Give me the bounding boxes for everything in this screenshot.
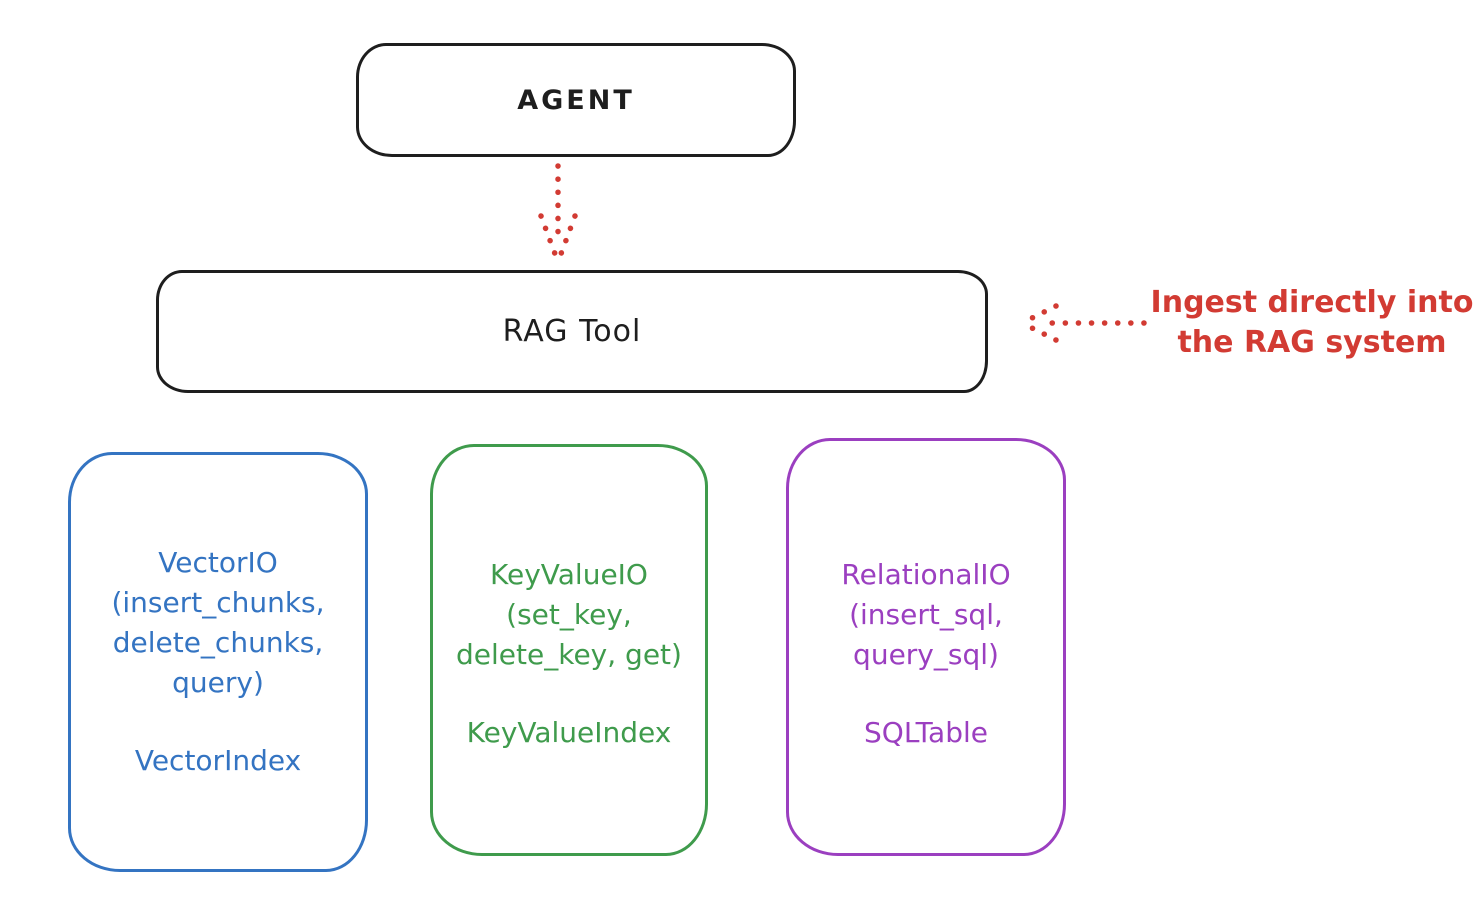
annotation-to-rag-arrow: [1019, 303, 1147, 343]
ingest-annotation-line2: the RAG system: [1177, 325, 1447, 360]
keyvalue-io-methods-line: (set_key,: [506, 598, 632, 631]
keyvalue-io-box: KeyValueIO (set_key, delete_key, get) Ke…: [430, 444, 708, 856]
rag-tool-box: RAG Tool: [156, 270, 988, 393]
relational-io-title: RelationalIO: [841, 558, 1011, 591]
relational-io-methods-line: (insert_sql,: [849, 598, 1003, 631]
vector-io-methods-line: query): [172, 666, 264, 699]
vector-io-methods-line: (insert_chunks,: [111, 586, 325, 619]
ingest-annotation-line1: Ingest directly into: [1150, 285, 1474, 320]
keyvalue-io-methods-line: delete_key, get): [456, 638, 682, 671]
keyvalue-index-label: KeyValueIndex: [466, 716, 672, 749]
relational-io-box: RelationalIO (insert_sql, query_sql) SQL…: [786, 438, 1066, 856]
keyvalue-io-title: KeyValueIO: [490, 558, 648, 591]
vector-index-label: VectorIndex: [134, 744, 302, 777]
vector-io-box: VectorIO (insert_chunks, delete_chunks, …: [68, 452, 368, 872]
agent-to-rag-arrow: [538, 163, 578, 265]
vector-io-title: VectorIO: [158, 546, 278, 579]
relational-io-methods-line: query_sql): [853, 638, 999, 671]
ingest-annotation: Ingest directly into the RAG system: [1140, 283, 1484, 363]
sql-table-label: SQLTable: [864, 716, 988, 749]
vector-io-methods-line: delete_chunks,: [112, 626, 324, 659]
agent-box-label: AGENT: [517, 84, 635, 116]
agent-box: AGENT: [356, 43, 796, 157]
rag-tool-label: RAG Tool: [502, 314, 642, 349]
